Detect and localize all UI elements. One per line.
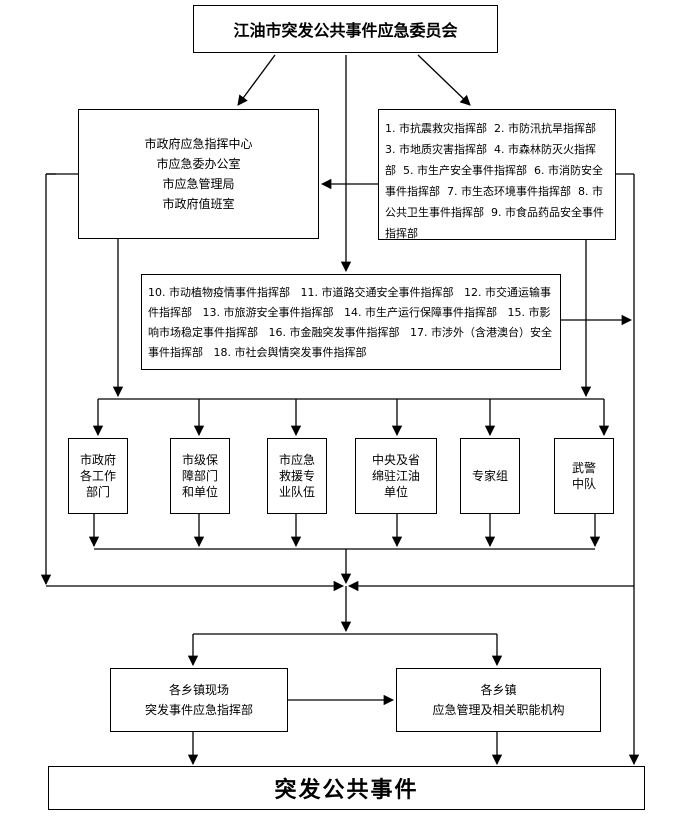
hq-item: 6. 市消防安全事件指挥部 <box>385 164 603 198</box>
hq-item: 3. 市地质灾害指挥部 <box>385 143 487 156</box>
hq-item: 2. 市防汛抗旱指挥部 <box>494 122 596 135</box>
office-line: 市政府值班室 <box>162 197 235 211</box>
hq-item: 14. 市生产运行保障事件指挥部 <box>344 306 497 319</box>
hq-item: 8. 市公共卫生事件指挥部 <box>385 185 603 219</box>
towns-agency-line: 各乡镇 <box>480 683 517 697</box>
hq-item: 10. 市动植物疫情事件指挥部 <box>148 286 290 299</box>
unit-rescue-teams: 市应急 救援专 业队伍 <box>267 438 327 514</box>
office-line: 市应急管理局 <box>162 177 235 191</box>
unit-armed-police: 武警 中队 <box>554 438 614 514</box>
unit-line: 各工作 <box>79 469 116 483</box>
unit-line: 救援专 <box>278 469 315 483</box>
hq-item: 18. 市社会舆情突发事件指挥部 <box>213 346 367 359</box>
unit-line: 市政府 <box>79 453 116 467</box>
towns-agency-line: 应急管理及相关职能机构 <box>432 703 565 717</box>
office-line: 市政府应急指挥中心 <box>144 137 253 151</box>
unit-line: 和单位 <box>181 485 218 499</box>
unit-central-provincial: 中央及省 绵驻江油 单位 <box>355 438 437 514</box>
hq-item: 1. 市抗震救灾指挥部 <box>385 122 487 135</box>
hq-item: 11. 市道路交通安全事件指挥部 <box>300 286 454 299</box>
office-line: 市应急委办公室 <box>156 157 241 171</box>
hq-item: 9. 市食品药品安全事件指挥部 <box>385 206 604 240</box>
unit-line: 市级保 <box>181 453 218 467</box>
unit-support-departments: 市级保 障部门 和单位 <box>170 438 230 514</box>
committee-title: 江油市突发公共事件应急委员会 <box>233 21 458 40</box>
unit-line: 市应急 <box>278 453 315 467</box>
hq-item: 13. 市旅游安全事件指挥部 <box>202 306 334 319</box>
headquarters-group-a-box: 1. 市抗震救灾指挥部 2. 市防汛抗旱指挥部 3. 市地质灾害指挥部 4. 市… <box>378 109 616 240</box>
hq-item: 15. 市影响市场稳定事件指挥部 <box>148 306 551 339</box>
committee-box: 江油市突发公共事件应急委员会 <box>193 5 498 53</box>
hq-item: 5. 市生产安全事件指挥部 <box>403 164 527 177</box>
event-title: 突发公共事件 <box>274 778 419 803</box>
towns-agency-box: 各乡镇 应急管理及相关职能机构 <box>396 668 601 732</box>
unit-line: 武警 <box>571 461 596 475</box>
hq-item: 4. 市森林防灭火指挥部 <box>385 143 596 177</box>
hq-item: 17. 市涉外（含港澳台）安全事件指挥部 <box>148 326 552 359</box>
headquarters-group-b-box: 10. 市动植物疫情事件指挥部 11. 市道路交通安全事件指挥部 12. 市交通… <box>141 274 561 370</box>
unit-line: 部门 <box>85 485 110 499</box>
unit-line: 中队 <box>571 477 596 491</box>
unit-line: 中央及省 <box>371 453 420 467</box>
unit-line: 业队伍 <box>278 485 315 499</box>
towns-command-line: 各乡镇现场 <box>168 683 229 697</box>
unit-line: 绵驻江油 <box>371 469 420 483</box>
unit-expert-group: 专家组 <box>460 438 520 514</box>
public-emergency-event-box: 突发公共事件 <box>48 766 645 810</box>
unit-line: 单位 <box>383 485 408 499</box>
unit-gov-departments: 市政府 各工作 部门 <box>68 438 128 514</box>
towns-command-line: 突发事件应急指挥部 <box>144 703 253 717</box>
unit-line: 障部门 <box>181 469 218 483</box>
hq-item: 12. 市交通运输事件指挥部 <box>148 286 551 319</box>
hq-item: 16. 市金融突发事件指挥部 <box>268 326 400 339</box>
towns-command-box: 各乡镇现场 突发事件应急指挥部 <box>110 668 288 732</box>
command-office-box: 市政府应急指挥中心 市应急委办公室 市应急管理局 市政府值班室 <box>78 109 319 239</box>
hq-item: 7. 市生态环境事件指挥部 <box>447 185 571 198</box>
unit-line: 专家组 <box>471 469 508 483</box>
